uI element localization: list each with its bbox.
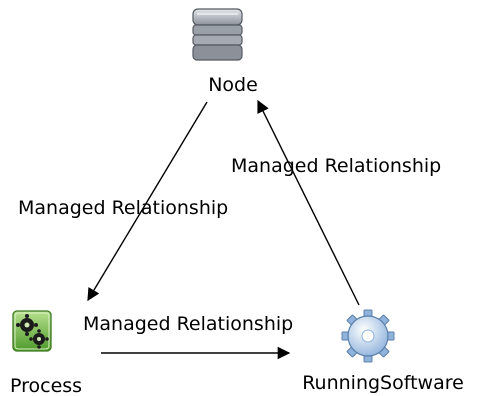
node-process[interactable]: Process — [10, 310, 82, 396]
gears-icon — [12, 310, 52, 352]
node-label-process: Process — [10, 375, 82, 396]
cog-icon — [341, 309, 395, 363]
server-stack-icon — [192, 8, 243, 61]
edge-running-to-node[interactable] — [257, 99, 360, 306]
node-running-software[interactable]: RunningSoftware — [302, 309, 464, 394]
edge-label-node-process: Managed Relationship — [18, 197, 228, 219]
node-node[interactable]: Node — [192, 8, 258, 96]
edge-node-to-process[interactable] — [87, 101, 208, 302]
edge-label-process-running: Managed Relationship — [83, 313, 293, 335]
node-label-running-software: RunningSoftware — [302, 372, 464, 394]
node-label-node: Node — [208, 74, 258, 96]
edge-label-running-node: Managed Relationship — [231, 155, 441, 177]
